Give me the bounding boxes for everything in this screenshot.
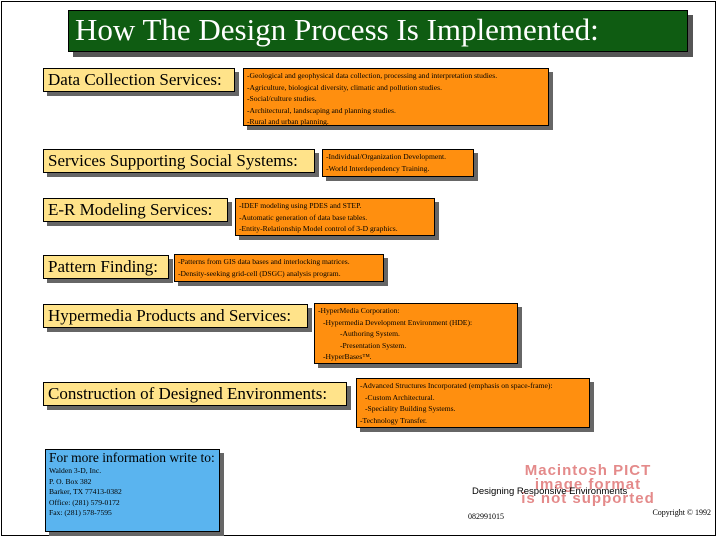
section-label-er-modeling: E-R Modeling Services: bbox=[43, 198, 228, 222]
desc-line: -Authoring System. bbox=[340, 329, 400, 338]
desc-line: -Custom Architectural. bbox=[365, 392, 435, 402]
desc-line: -Hypermedia Development Environment (HDE… bbox=[323, 317, 473, 327]
desc-line: -Technology Transfer. bbox=[360, 415, 427, 425]
desc-line: -IDEF modeling using PDES and STEP. bbox=[239, 201, 362, 210]
section-desc-er-modeling: -IDEF modeling using PDES and STEP. -Aut… bbox=[235, 198, 435, 236]
section-desc-hypermedia: -HyperMedia Corporation: -Hypermedia Dev… bbox=[314, 303, 518, 364]
desc-line: -Patterns from GIS data bases and interl… bbox=[178, 257, 350, 266]
contact-line: P. O. Box 382 bbox=[49, 476, 92, 486]
contact-heading: For more information write to: bbox=[49, 450, 215, 465]
section-desc-construction: -Advanced Structures Incorporated (empha… bbox=[356, 378, 590, 428]
slide-title: How The Design Process Is Implemented: bbox=[75, 12, 599, 47]
pict-notice-line: image format bbox=[534, 476, 642, 493]
desc-line: -Architectural, landscaping and planning… bbox=[247, 105, 396, 115]
copyright-notice: Copyright © 1992 bbox=[652, 508, 711, 517]
pict-unsupported-notice: Macintosh PICT image format is not suppo… bbox=[474, 462, 702, 507]
contact-line: Fax: (281) 578-7595 bbox=[49, 508, 112, 517]
desc-line: -Entity-Relationship Model control of 3-… bbox=[239, 224, 398, 233]
desc-line: -Density-seeking grid-cell (DSGC) analys… bbox=[178, 268, 341, 278]
slide-id: 082991015 bbox=[468, 512, 504, 521]
desc-line: -HyperMedia Corporation: bbox=[318, 306, 400, 315]
title-banner: How The Design Process Is Implemented: bbox=[68, 10, 688, 52]
desc-line: -Geological and geophysical data collect… bbox=[247, 71, 498, 80]
contact-line: Walden 3-D, Inc. bbox=[49, 466, 102, 475]
pict-notice-line: Macintosh PICT bbox=[524, 462, 652, 479]
desc-line: -World Interdependency Training. bbox=[326, 163, 430, 173]
section-label-social-systems: Services Supporting Social Systems: bbox=[43, 149, 315, 173]
section-label-pattern-finding: Pattern Finding: bbox=[43, 255, 169, 279]
contact-line: Office: (281) 579-0172 bbox=[49, 497, 120, 507]
section-label-data-collection: Data Collection Services: bbox=[43, 68, 235, 92]
desc-line: -Speciality Building Systems. bbox=[365, 404, 456, 413]
section-label-hypermedia: Hypermedia Products and Services: bbox=[43, 304, 308, 328]
pict-caption: Designing Responsive Environments bbox=[472, 486, 628, 497]
desc-line: -Presentation System. bbox=[340, 340, 407, 350]
desc-line: -Advanced Structures Incorporated (empha… bbox=[360, 381, 553, 390]
section-label-construction: Construction of Designed Environments: bbox=[43, 382, 347, 406]
desc-line: -Social/culture studies. bbox=[247, 94, 317, 103]
pict-notice-line: is not supported bbox=[521, 490, 655, 507]
desc-line: -HyperBases™. bbox=[323, 352, 372, 361]
pict-placeholder: Macintosh PICT image format is not suppo… bbox=[466, 449, 711, 531]
desc-line: -Individual/Organization Development. bbox=[326, 152, 447, 161]
contact-box: For more information write to: Walden 3-… bbox=[45, 449, 220, 532]
section-desc-pattern-finding: -Patterns from GIS data bases and interl… bbox=[174, 254, 384, 282]
contact-line: Barker, TX 77413-0382 bbox=[49, 487, 122, 496]
desc-line: -Automatic generation of data base table… bbox=[239, 212, 368, 222]
desc-line: -Agriculture, biological diversity, clim… bbox=[247, 82, 443, 92]
section-desc-data-collection: -Geological and geophysical data collect… bbox=[243, 68, 549, 126]
desc-line: -Rural and urban planning. bbox=[247, 117, 329, 126]
section-desc-social-systems: -Individual/Organization Development. -W… bbox=[322, 149, 474, 177]
